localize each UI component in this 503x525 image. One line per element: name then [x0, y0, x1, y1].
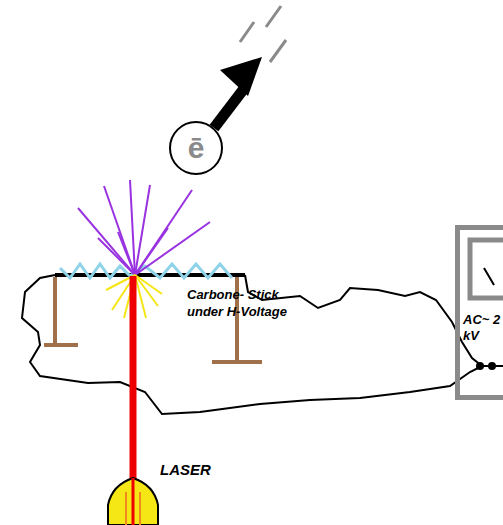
power-source-box: AC~ 2 kV [455, 225, 503, 400]
motion-streaks [240, 6, 286, 62]
emission-arrow [214, 57, 262, 128]
part-label: Carbone- Stick under H-Voltage [187, 287, 315, 321]
light-ray [78, 180, 210, 275]
laser-beam [130, 276, 137, 482]
device-label: LASER [160, 460, 230, 480]
laser-body [108, 478, 158, 525]
particle-symbol: ē [188, 129, 205, 167]
wire [22, 275, 482, 414]
particle-circle: ē [169, 121, 223, 175]
voltage-label: AC~ 2 kV [460, 312, 503, 345]
meter-symbol [470, 240, 503, 370]
carbon-stick [55, 273, 245, 277]
